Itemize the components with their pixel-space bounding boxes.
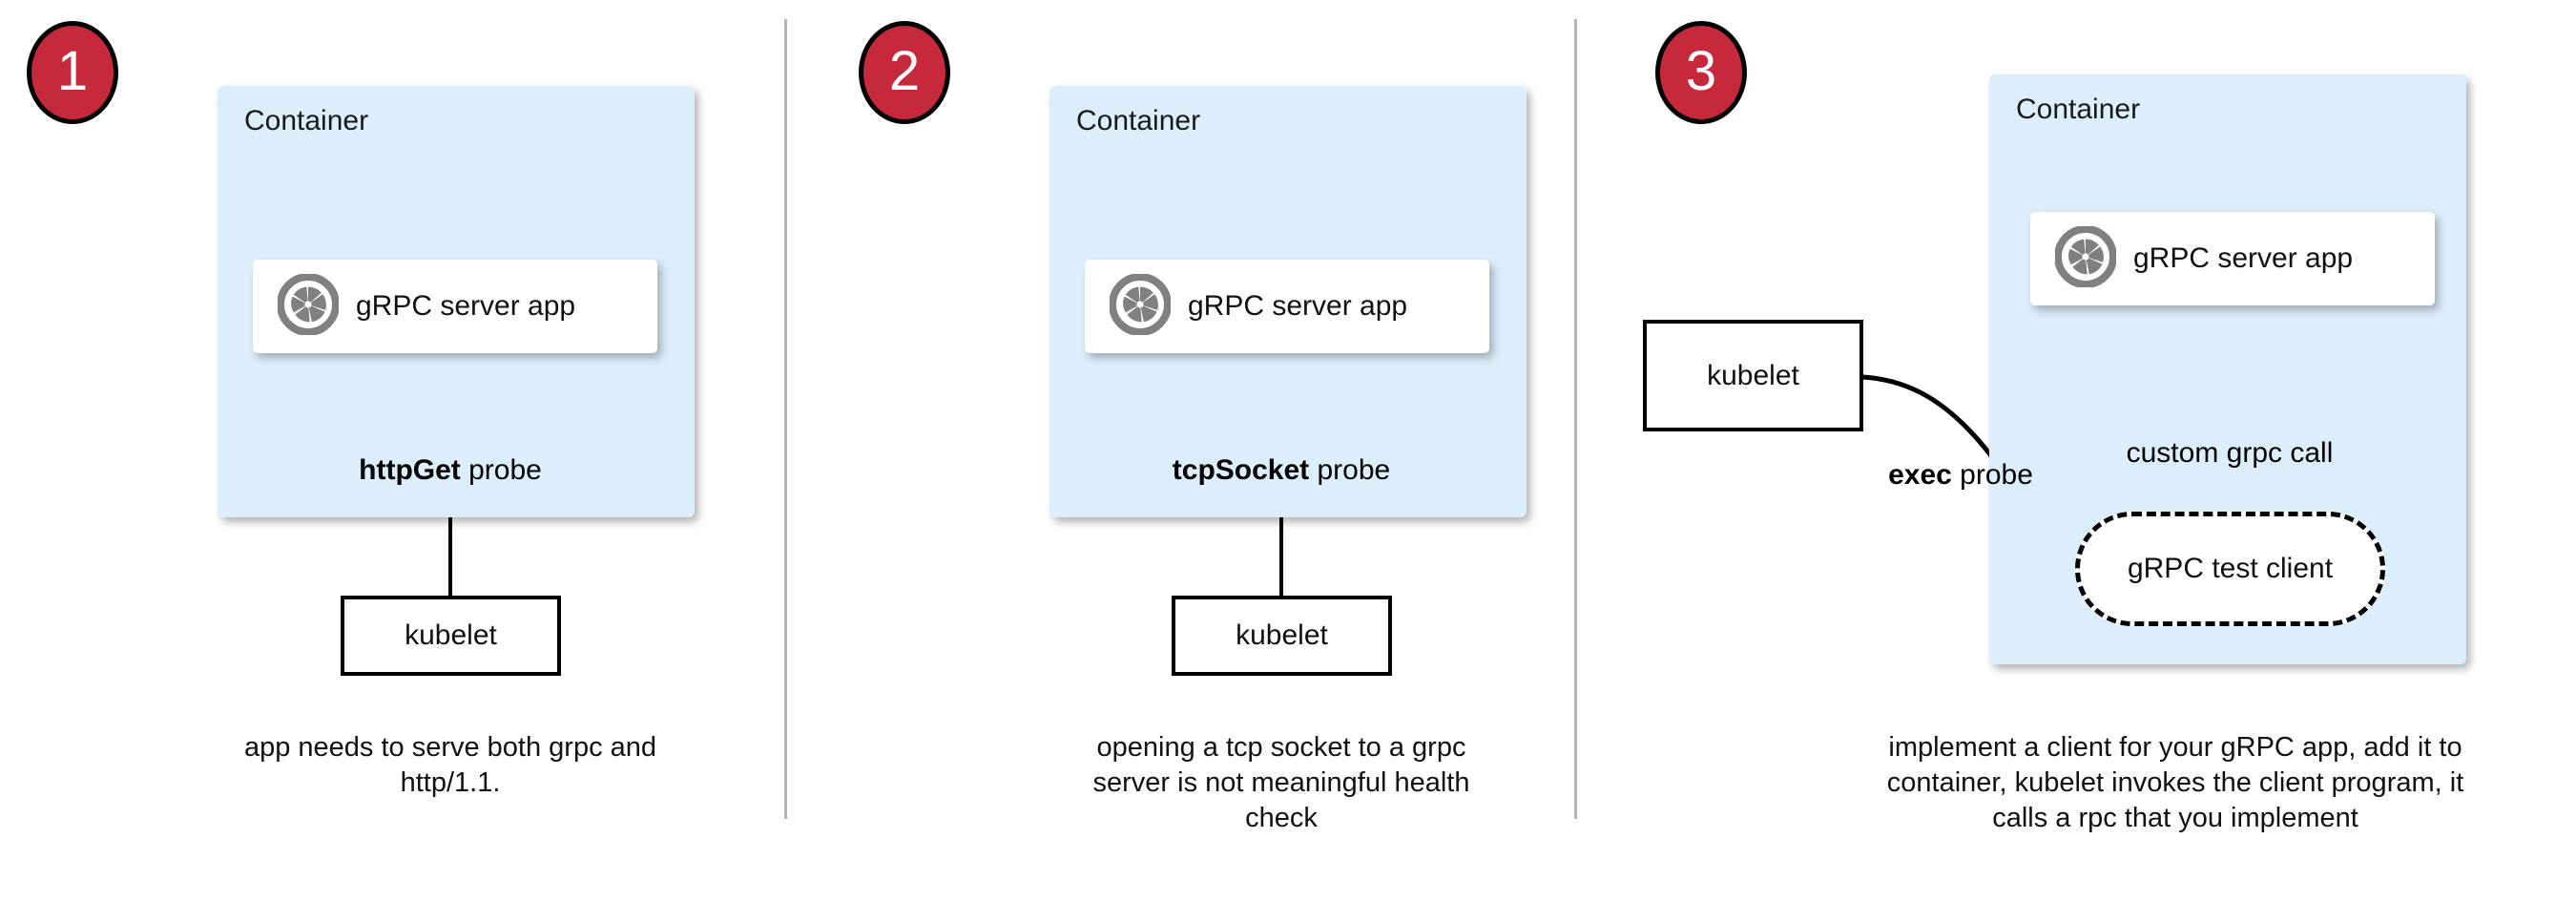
step-badge-3: 3 xyxy=(1655,21,1747,124)
panel-caption-1: app needs to serve both grpc and http/1.… xyxy=(243,732,657,799)
step-badge-number: 3 xyxy=(1685,40,1717,102)
grpc-server-app-card-2: gRPC server app xyxy=(1085,260,1489,353)
tcpsocket-probe-label: tcpSocket probe xyxy=(1173,456,1390,485)
grpc-server-app-card-3: gRPC server app xyxy=(2030,212,2435,305)
container-label: Container xyxy=(2016,94,2141,125)
grpc-logo-icon xyxy=(1109,272,1172,340)
kubelet-node-3: kubelet xyxy=(1643,320,1863,431)
custom-grpc-call-label: custom grpc call xyxy=(2126,437,2334,469)
grpc-server-app-label: gRPC server app xyxy=(356,290,576,322)
httpget-probe-label: httpGet probe xyxy=(359,456,542,485)
grpc-server-app-card-1: gRPC server app xyxy=(253,260,657,353)
probe-type-bold: exec xyxy=(1888,459,1952,491)
probe-type-bold: tcpSocket xyxy=(1172,454,1310,486)
panel-caption-2: opening a tcp socket to a grpc server is… xyxy=(1092,732,1470,834)
step-badge-2: 2 xyxy=(859,21,950,124)
grpc-server-app-label: gRPC server app xyxy=(1188,290,1408,322)
kubelet-label: kubelet xyxy=(405,619,497,651)
grpc-test-client-node: gRPC test client xyxy=(2075,512,2385,626)
step-badge-1: 1 xyxy=(27,21,118,124)
probe-type-rest: probe xyxy=(1309,454,1391,486)
grpc-logo-icon xyxy=(2054,224,2117,292)
kubelet-label: kubelet xyxy=(1236,619,1328,651)
panel-divider-1 xyxy=(784,19,787,819)
grpc-logo-icon xyxy=(277,272,340,340)
probe-type-bold: httpGet xyxy=(359,454,461,486)
step-badge-number: 2 xyxy=(888,40,921,102)
step-badge-number: 1 xyxy=(56,40,89,102)
probe-type-rest: probe xyxy=(460,454,542,486)
panel-caption-3: implement a client for your gRPC app, ad… xyxy=(1886,732,2464,834)
kubelet-node-2: kubelet xyxy=(1172,596,1392,676)
exec-probe-label: exec probe xyxy=(1888,461,2033,490)
grpc-test-client-label: gRPC test client xyxy=(2127,553,2334,584)
grpc-server-app-label: gRPC server app xyxy=(2133,242,2354,274)
panel-divider-2 xyxy=(1574,19,1577,819)
container-label: Container xyxy=(244,105,369,136)
kubelet-label: kubelet xyxy=(1707,359,1799,391)
probe-type-rest: probe xyxy=(1951,459,2033,491)
container-label: Container xyxy=(1076,105,1201,136)
kubelet-node-1: kubelet xyxy=(341,596,561,676)
